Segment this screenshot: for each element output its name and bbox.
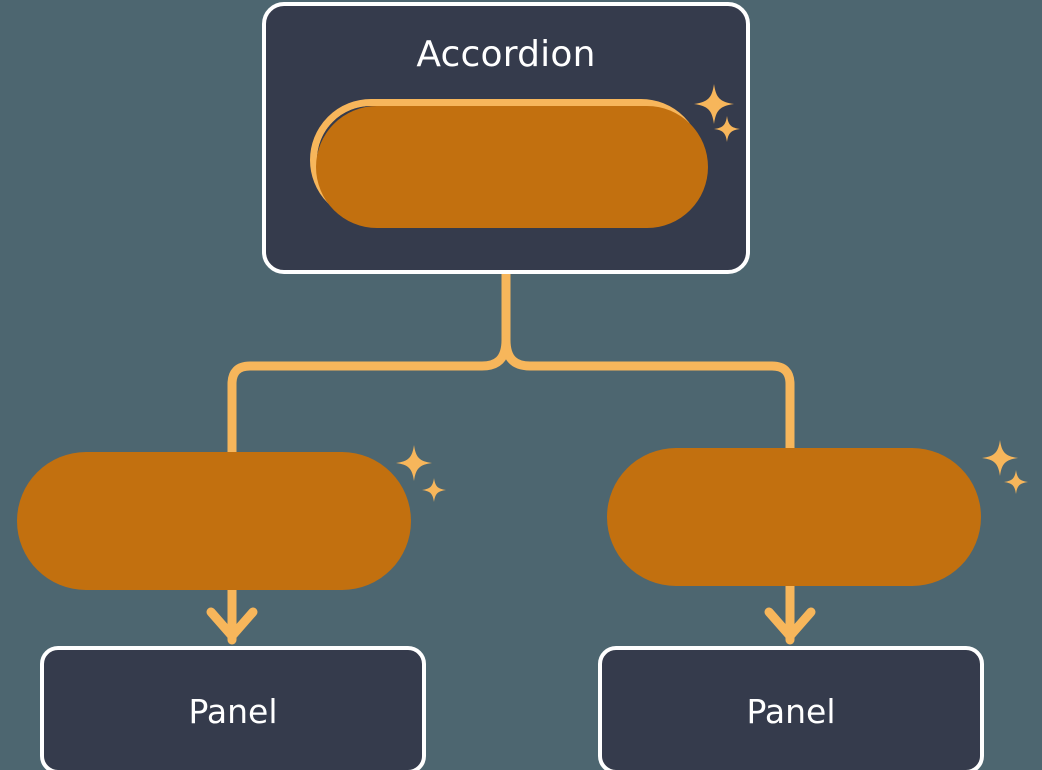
arrow-head-right: [764, 607, 816, 641]
sparkle-icon-small: [714, 116, 740, 142]
page-title: Accordion: [416, 34, 596, 75]
component-node-panel-left[interactable]: Panel: [40, 646, 426, 770]
sparkle-icon-large: [694, 84, 734, 124]
sparkle-icon-large: [396, 445, 432, 481]
sparkle-icon-large: [982, 440, 1018, 476]
arrow-head-left: [206, 607, 258, 641]
state-pill-isactive-right[interactable]: isActive true: [607, 448, 981, 586]
pill-outer-ring: [607, 448, 981, 586]
pill-outer-ring: [316, 106, 708, 228]
panel-title: Panel: [188, 691, 278, 731]
sparkle-icon-small: [1004, 470, 1028, 494]
wire-branch-left: [227, 335, 511, 475]
pill-outer-ring: [17, 452, 411, 590]
state-pill-activeindex[interactable]: activeIndex 1: [310, 99, 708, 228]
component-node-panel-right[interactable]: Panel: [598, 646, 984, 770]
panel-title: Panel: [746, 691, 836, 731]
sparkle-icon-small: [422, 478, 446, 502]
state-pill-isactive-left[interactable]: isActive false: [17, 452, 411, 590]
